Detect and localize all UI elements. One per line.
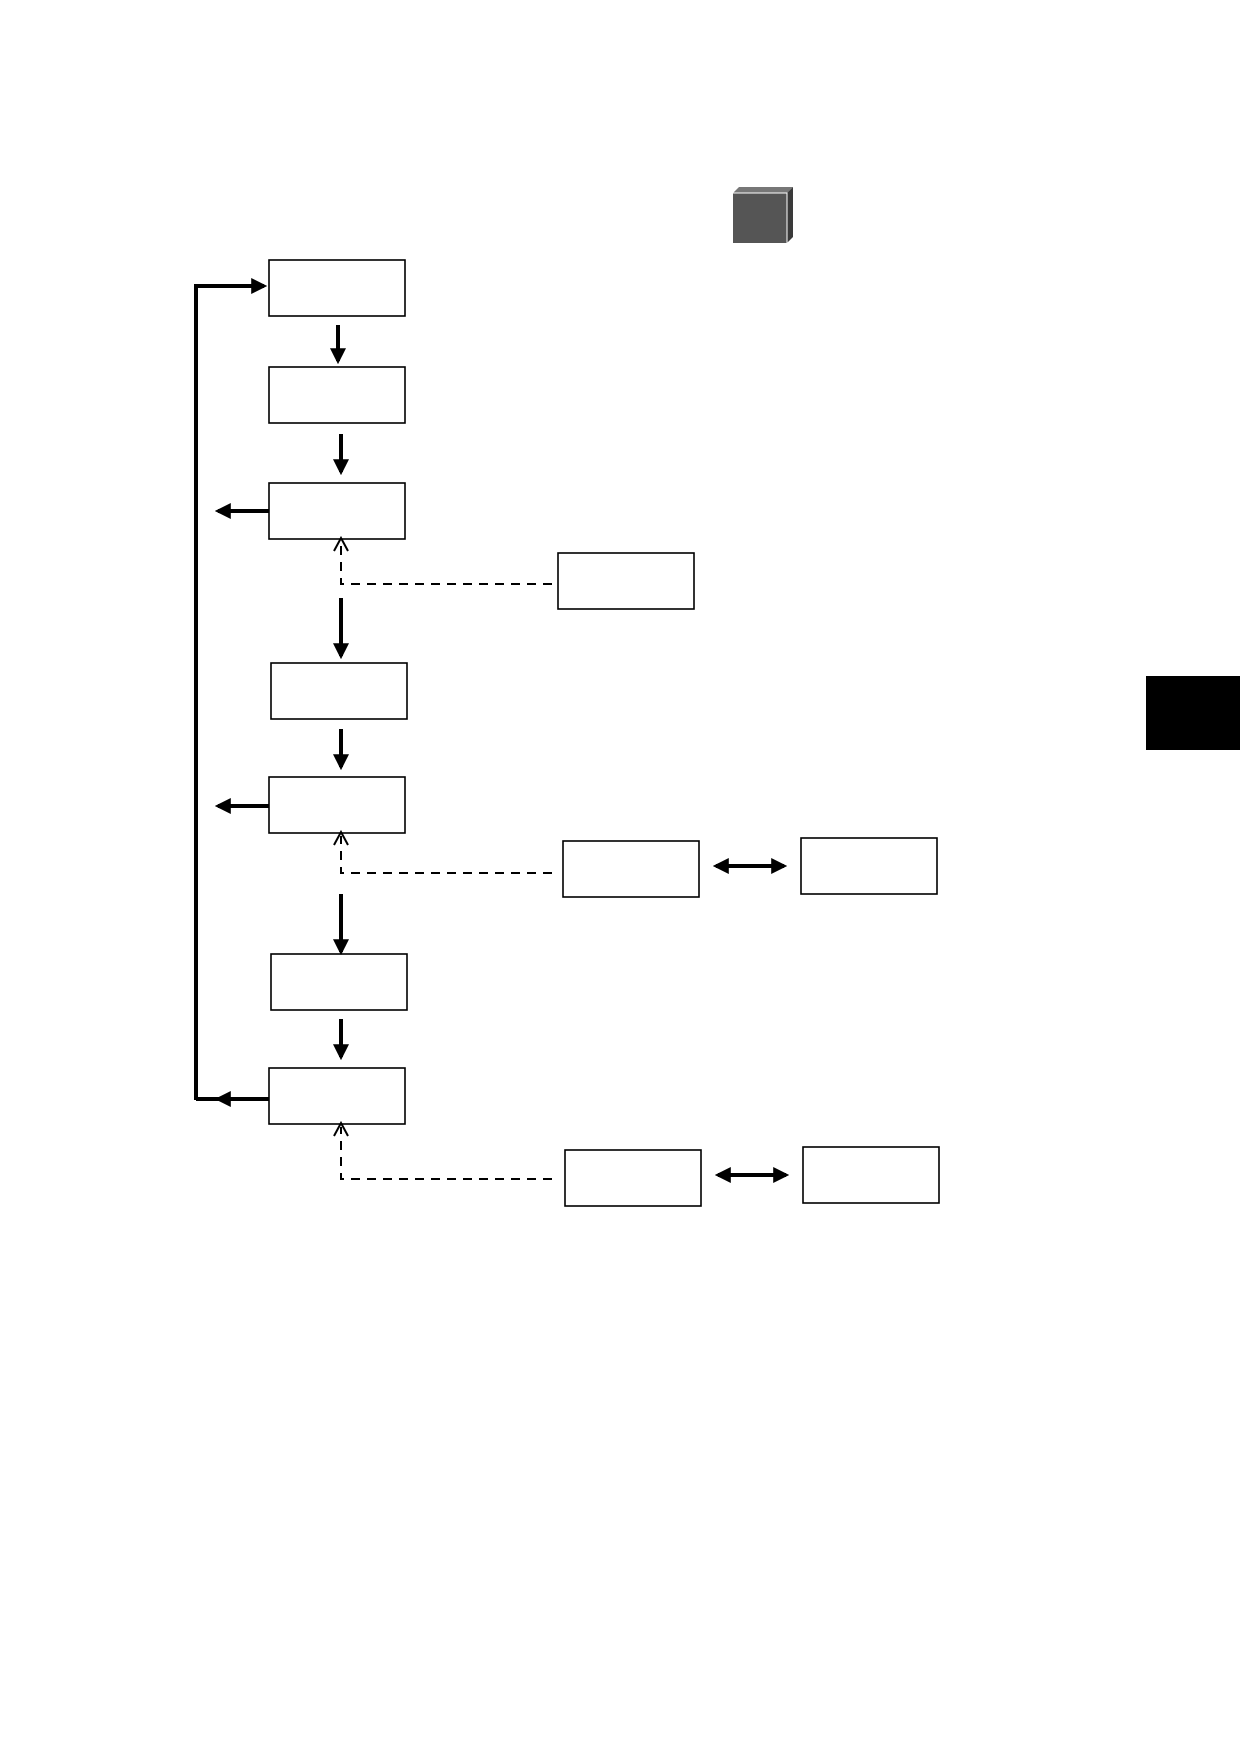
side-box-b1 (562, 840, 700, 898)
side-box-a (557, 552, 695, 610)
box-4 (270, 662, 408, 720)
box-1 (268, 259, 406, 317)
box-3 (268, 482, 406, 540)
box-6 (270, 953, 408, 1011)
feedback-bus (194, 278, 269, 1107)
side-box-c2 (802, 1146, 940, 1204)
box-2 (268, 366, 406, 424)
page-tab (1146, 676, 1240, 750)
dashed-connector-c (333, 1120, 552, 1180)
side-box-b2 (800, 837, 938, 895)
cube-icon (733, 187, 793, 243)
side-box-c1 (564, 1149, 702, 1207)
dashed-connector-b (333, 829, 552, 874)
box-5 (268, 776, 406, 834)
dashed-connector-a (333, 535, 552, 585)
box-7 (268, 1067, 406, 1125)
